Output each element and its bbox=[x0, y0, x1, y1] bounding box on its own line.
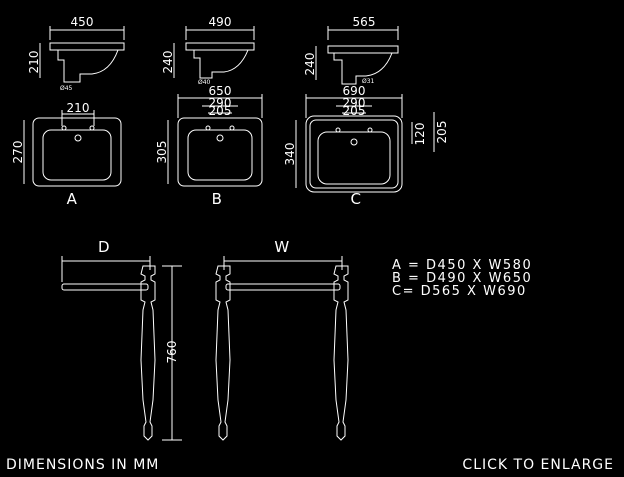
stand-width-label: W bbox=[274, 238, 289, 256]
basin-c-side-view: 565 240 Ø31 bbox=[303, 15, 399, 85]
stand-height: 760 bbox=[165, 341, 179, 364]
stand-front-view: W bbox=[215, 238, 349, 441]
basin-a-label: A bbox=[67, 190, 78, 208]
basin-c-waste: Ø31 bbox=[362, 78, 375, 85]
basin-a-side-view: 450 210 Ø45 bbox=[27, 15, 125, 92]
basin-b-plan-view: 650 290 205 305 B bbox=[155, 84, 263, 208]
size-list: A = D450 X W580 B = D490 X W650 C= D565 … bbox=[392, 259, 532, 298]
basin-c-front-width1: 290 bbox=[343, 96, 366, 110]
basin-a-waste: Ø45 bbox=[60, 85, 73, 92]
basin-b-front-width2: 205 bbox=[209, 104, 232, 118]
basin-b-overall-width: 650 bbox=[209, 84, 232, 98]
size-a: A = D450 X W580 bbox=[392, 258, 533, 273]
basin-b-label: B bbox=[212, 190, 223, 208]
basin-c-front-width2: 205 bbox=[343, 104, 366, 118]
basin-c-plan-view: 690 290 205 340 120 205 C bbox=[283, 84, 449, 208]
basin-b-top-width: 490 bbox=[209, 15, 232, 29]
basin-a-plan-view: 210 270 A bbox=[11, 101, 122, 208]
basin-b-waste: Ø40 bbox=[198, 79, 211, 86]
basin-a-front-depth: 270 bbox=[11, 141, 25, 164]
basin-c-side-dim2: 205 bbox=[435, 121, 449, 144]
stand-depth-label: D bbox=[98, 238, 110, 256]
basin-c-top-width: 565 bbox=[353, 15, 376, 29]
dimensions-note: DIMENSIONS IN MM bbox=[6, 457, 160, 473]
basin-b-front-width1: 290 bbox=[209, 96, 232, 110]
size-b: B = D490 X W650 bbox=[392, 271, 533, 286]
basin-c-side-dim1: 120 bbox=[413, 123, 427, 146]
basin-b-side-height: 240 bbox=[161, 51, 175, 74]
basin-b-side-view: 490 240 Ø40 bbox=[161, 15, 255, 86]
basin-c-side-height: 240 bbox=[303, 53, 317, 76]
basin-c-front-depth: 340 bbox=[283, 143, 297, 166]
click-to-enlarge-link[interactable]: CLICK TO ENLARGE bbox=[462, 457, 614, 473]
stand-side-view: D 760 bbox=[61, 238, 182, 441]
basin-a-side-height: 210 bbox=[27, 51, 41, 74]
size-c: C= D565 X W690 bbox=[392, 284, 527, 299]
basin-b-front-depth: 305 bbox=[155, 141, 169, 164]
basin-c-label: C bbox=[351, 190, 362, 208]
basin-a-top-width: 450 bbox=[71, 15, 94, 29]
basin-a-front-width: 210 bbox=[67, 101, 90, 115]
basin-c-overall-width: 690 bbox=[343, 84, 366, 98]
